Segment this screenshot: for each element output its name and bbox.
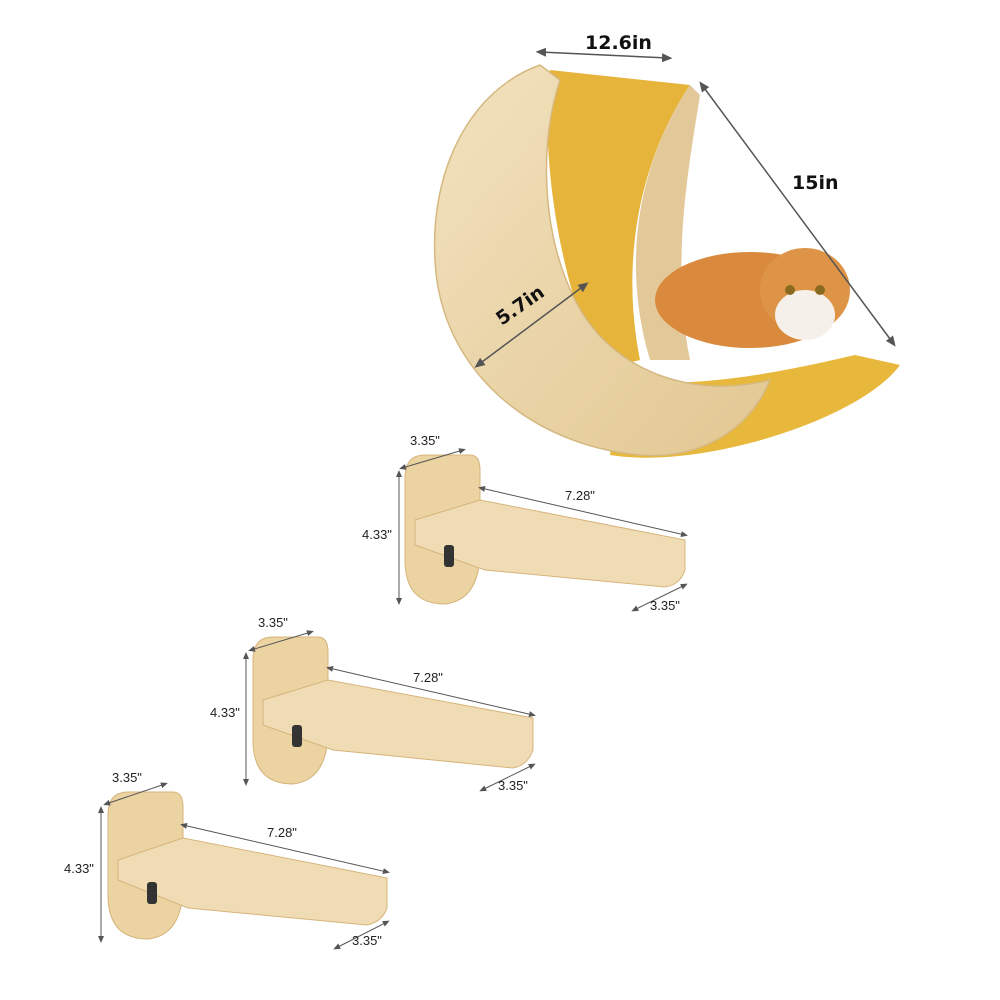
shelf-1-back-width: 3.35" xyxy=(410,433,440,448)
shelf-3 xyxy=(107,791,388,940)
shelf-2-front-width: 3.35" xyxy=(498,778,528,793)
shelf-1-length: 7.28" xyxy=(565,488,595,503)
shelf-2 xyxy=(252,636,534,785)
shelf-3-height: 4.33" xyxy=(64,861,94,876)
shelf-3-length: 7.28" xyxy=(267,825,297,840)
shelf-2-height: 4.33" xyxy=(210,705,240,720)
moon-hammock xyxy=(433,64,900,458)
shelf-1 xyxy=(404,454,686,605)
hammock-width-label: 12.6in xyxy=(585,32,652,54)
shelf-2-back-width: 3.35" xyxy=(258,615,288,630)
shelf-1-front-width: 3.35" xyxy=(650,598,680,613)
shelf-3-front-width: 3.35" xyxy=(352,933,382,948)
shelf-3-back-width: 3.35" xyxy=(112,770,142,785)
shelf-2-length: 7.28" xyxy=(413,670,443,685)
shelf-1-height: 4.33" xyxy=(362,527,392,542)
hammock-diagonal-label: 15in xyxy=(792,172,839,194)
